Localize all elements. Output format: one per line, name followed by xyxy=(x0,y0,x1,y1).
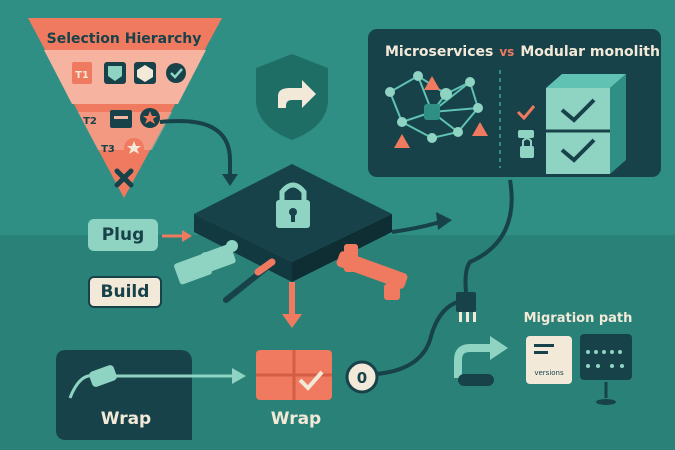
migration-arrow-icon xyxy=(490,336,508,360)
step-number: 0 xyxy=(357,369,367,387)
modular-monolith-box xyxy=(546,74,626,174)
warning-icon xyxy=(472,122,488,136)
arrow-right-icon xyxy=(436,212,452,230)
x-mark-icon xyxy=(114,168,134,188)
migration-title: Migration path xyxy=(524,311,633,326)
check-icon xyxy=(516,105,536,121)
warning-icon xyxy=(424,76,440,90)
wrap-card xyxy=(56,350,246,440)
build-button[interactable]: Build xyxy=(88,276,162,308)
forward-shield-icon xyxy=(256,54,328,140)
step-number-circle xyxy=(345,360,379,394)
lock-icon xyxy=(520,146,534,158)
selection-hierarchy-funnel xyxy=(28,18,222,198)
hierarchy-title: Selection Hierarchy xyxy=(47,31,202,47)
t1-badge xyxy=(72,62,92,84)
center-service-node xyxy=(424,104,440,120)
tier-3-label: T3 xyxy=(101,144,115,155)
plug-arrow-icon xyxy=(182,230,192,242)
t1-check-icon xyxy=(166,63,186,83)
tier-2-label: T2 xyxy=(83,116,97,127)
pipeline-board-icon xyxy=(580,334,632,380)
comparison-panel xyxy=(366,27,663,179)
versions-label: versions xyxy=(534,369,564,377)
plug-button[interactable]: Plug xyxy=(88,219,158,251)
versions-document-icon xyxy=(526,336,572,384)
tools-icon xyxy=(336,244,408,300)
wrap-core-label: Wrap xyxy=(271,409,321,429)
wrap-card-label: Wrap xyxy=(101,409,151,429)
wrap-puzzle-square xyxy=(256,350,332,400)
tier-1-label: T1 xyxy=(75,70,89,81)
power-plug-icon xyxy=(456,292,476,312)
puzzle-pieces-icon xyxy=(174,240,238,285)
connector-icon xyxy=(518,130,534,138)
cable-plug-icon xyxy=(89,365,117,387)
warning-icon xyxy=(394,134,410,148)
migration-path-group xyxy=(454,334,632,405)
